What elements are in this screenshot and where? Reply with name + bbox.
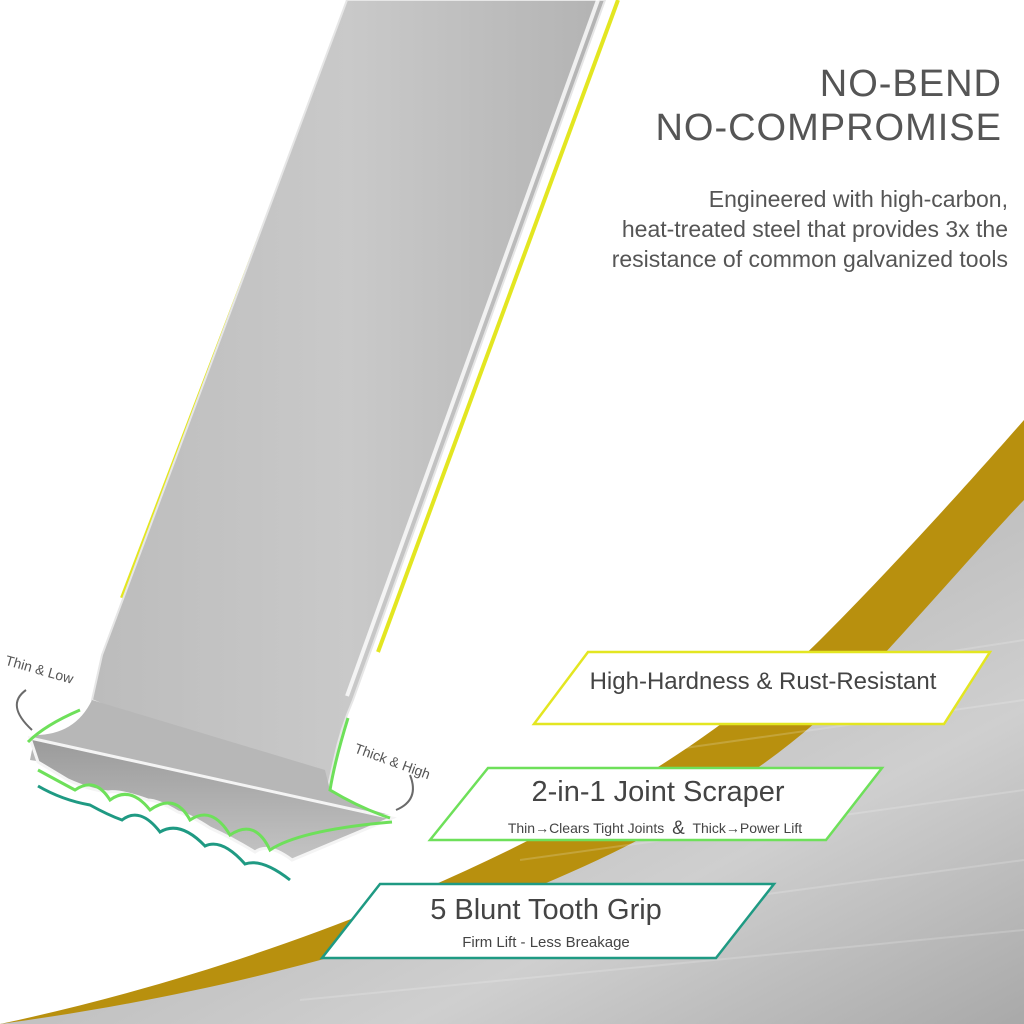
grip-badge-frame [319, 882, 777, 960]
arrow-right-icon: → [535, 820, 550, 836]
headline-line-1: NO-BEND [819, 63, 1002, 105]
teeth-green-wave [37, 768, 393, 853]
body-copy: Engineered with high-carbon, heat-treate… [488, 184, 1008, 274]
thick-high-bracket [328, 717, 391, 820]
blade-base [30, 700, 390, 815]
thin-desc: Clears Tight Joints [549, 820, 665, 836]
grip-badge-subtitle: Firm Lift - Less Breakage [462, 934, 630, 951]
scraper-badge-subtitle: Thin→Clears Tight Joints & Thick→Power L… [440, 818, 870, 840]
thin-label: Thin [507, 820, 536, 836]
scraper-badge-title: 2-in-1 Joint Scraper [531, 776, 785, 808]
body-line-3: resistance of common galvanized tools [611, 246, 1008, 272]
thick-desc: Power Lift [739, 820, 803, 836]
thick-high-arrow [395, 774, 414, 811]
right-edge-accent [376, 0, 620, 653]
scraper-badge-frame [427, 766, 885, 842]
blade-edge-highlight [345, 0, 600, 697]
ampersand: & [672, 818, 685, 839]
headline-line-2: NO-COMPROMISE [655, 107, 1002, 149]
grip-badge-title: 5 Blunt Tooth Grip [430, 894, 662, 926]
hardness-badge-frame [531, 650, 993, 726]
thick-label: Thick [692, 820, 726, 836]
arrow-right-icon: → [725, 820, 740, 836]
hardness-badge-label: High-Hardness & Rust-Resistant [589, 668, 937, 695]
body-line-1: Engineered with high-carbon, [708, 186, 1008, 212]
thin-low-arrow [16, 689, 33, 731]
blade-teeth [27, 735, 397, 862]
headline: NO-BEND NO-COMPROMISE [522, 62, 1002, 150]
teeth-teal-wave [37, 784, 291, 882]
body-line-2: heat-treated steel that provides 3x the [621, 216, 1008, 242]
thin-low-bracket [26, 708, 81, 744]
